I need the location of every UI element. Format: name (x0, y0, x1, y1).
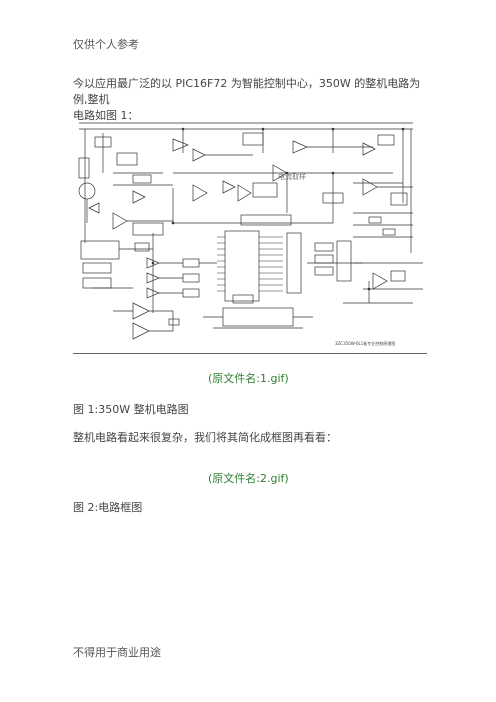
circuit-diagram-figure: 电流取样 3ZC350W-6L1板专业控制原理图 (73, 113, 427, 353)
page-header: 仅供个人参考 (73, 38, 139, 51)
figure-2-caption: 图 2:电路框图 (73, 501, 143, 514)
circuit-diagram: 电流取样 3ZC350W-6L1板专业控制原理图 (78, 122, 423, 346)
page-footer: 不得用于商业用途 (73, 646, 161, 659)
intro-line-2: 电路如图 1： (73, 109, 139, 122)
diagram-label-bottom: 3ZC350W-6L1板专业控制原理图 (335, 340, 395, 346)
source-file-link-2[interactable]: (原文件名:2.gif) (208, 472, 289, 485)
body-paragraph-2: 整机电路看起来很复杂，我们将其简化成框图再看看： (73, 431, 337, 444)
source-file-link-1[interactable]: (原文件名:1.gif) (208, 372, 289, 385)
intro-line-1: 今以应用最广泛的以 PIC16F72 为智能控制中心，350W 的整机电路为例,… (73, 77, 421, 106)
diagram-label-center: 电流取样 (278, 172, 306, 181)
intro-paragraph: 今以应用最广泛的以 PIC16F72 为智能控制中心，350W 的整机电路为例,… (73, 76, 428, 124)
figure-divider (73, 353, 427, 354)
figure-1-caption: 图 1:350W 整机电路图 (73, 403, 189, 416)
